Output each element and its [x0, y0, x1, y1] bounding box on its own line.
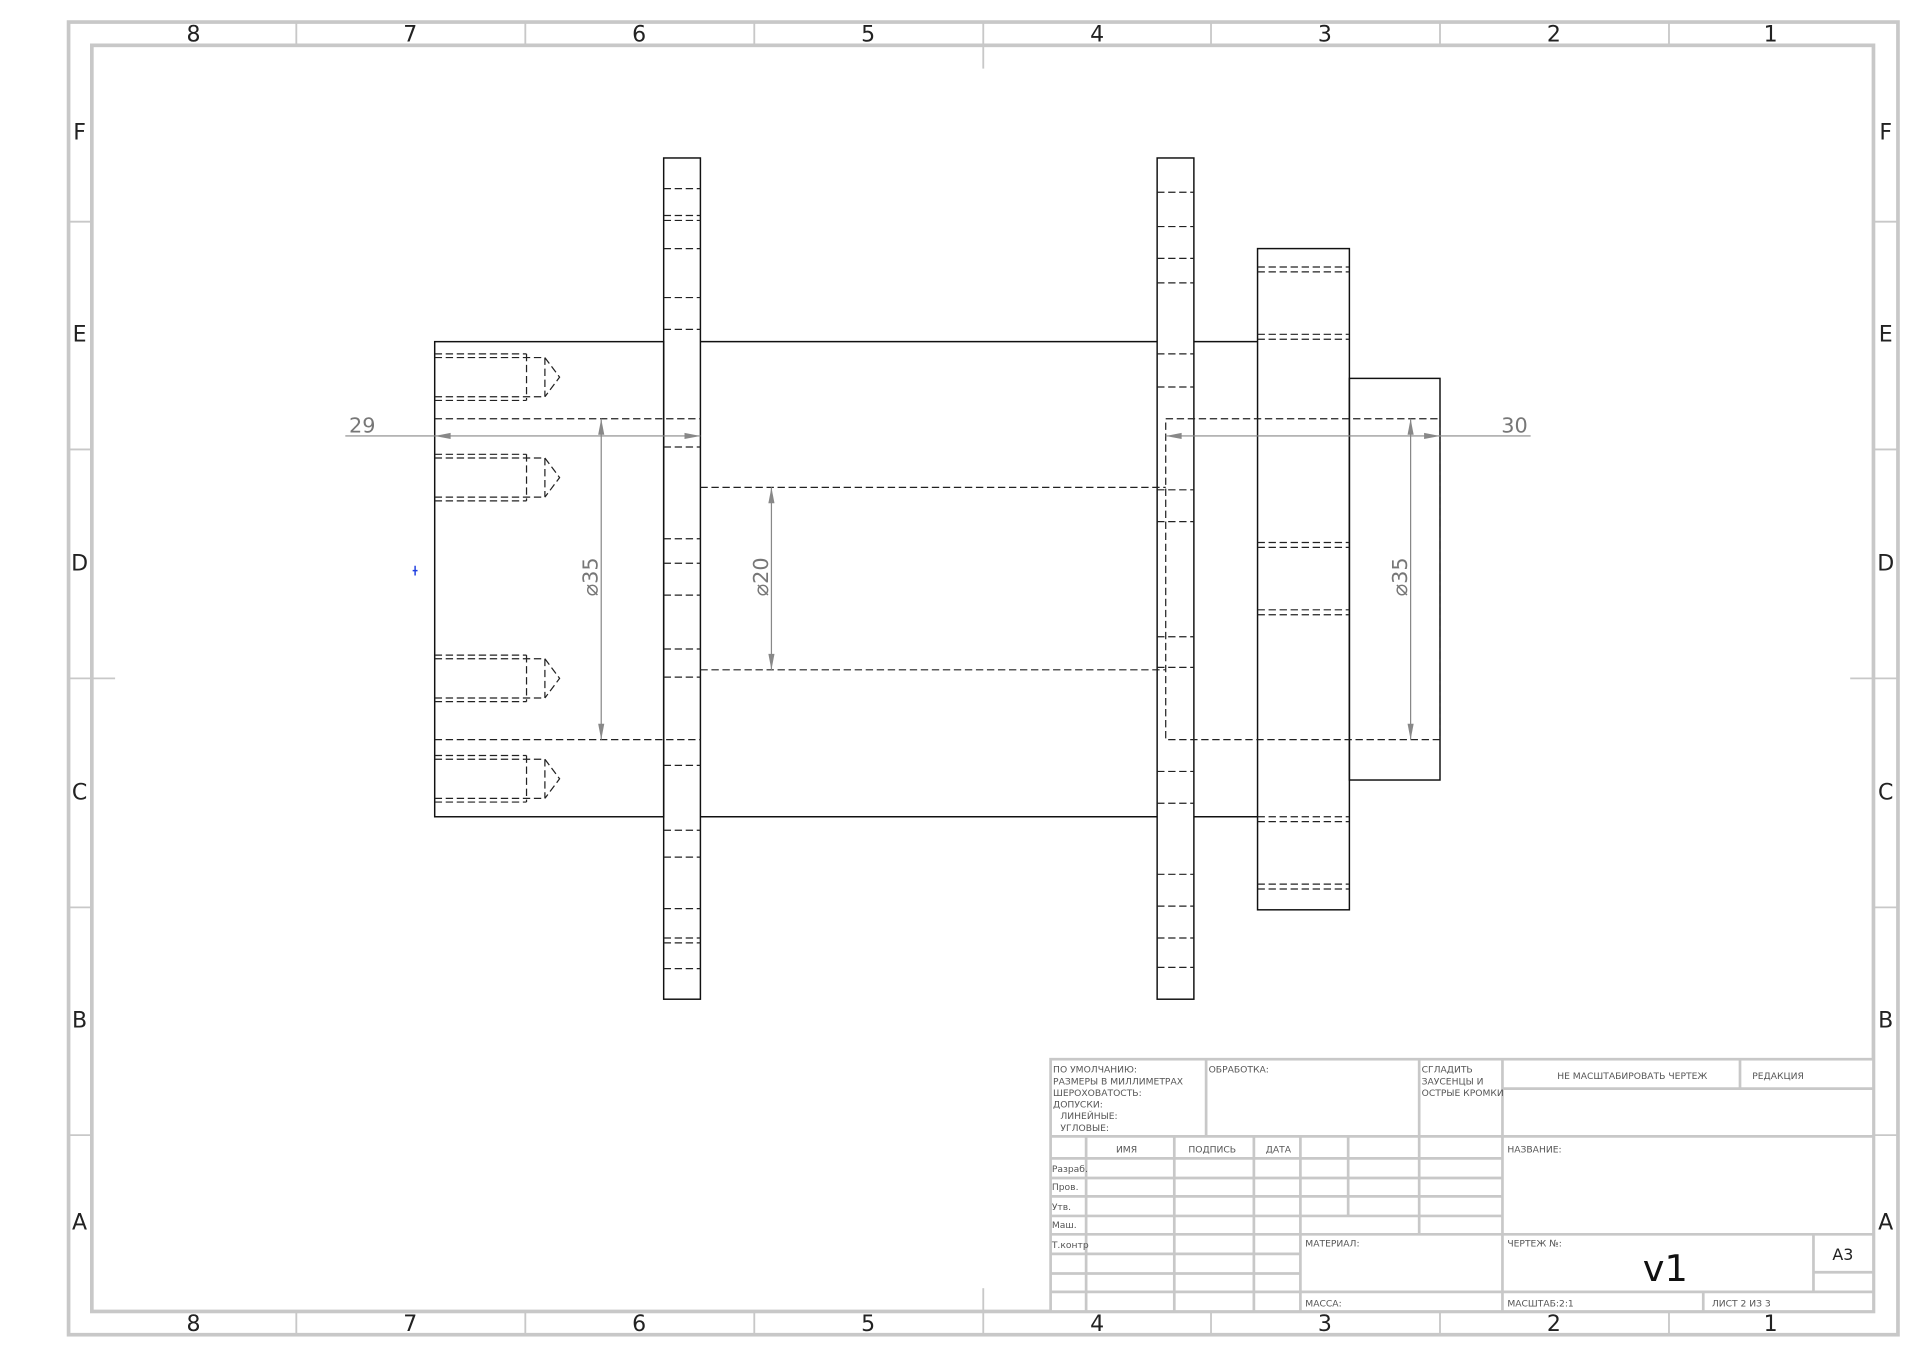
col-label-top: 7	[403, 23, 417, 48]
drawing-no-label: ЧЕРТЕЖ №:	[1507, 1239, 1561, 1250]
row-label-left: B	[72, 1008, 87, 1033]
defaults-note: ПО УМОЛЧАНИЮ:	[1053, 1065, 1137, 1076]
dim-30-value[interactable]: 30	[1501, 413, 1527, 437]
col-label-top: 8	[186, 23, 200, 48]
col-label-top: 5	[861, 23, 875, 48]
col-label-bottom: 4	[1090, 1312, 1104, 1337]
finish-label: ОБРАБОТКА:	[1209, 1065, 1269, 1076]
title-block-border	[1049, 1057, 1875, 1313]
drill-point	[544, 658, 561, 699]
row-label-right: A	[1878, 1210, 1893, 1235]
dim-35-left-value[interactable]: ⌀35	[579, 557, 603, 596]
row-label-right: B	[1878, 1008, 1893, 1033]
threaded-hole	[434, 654, 561, 703]
row-label-right: D	[1877, 552, 1894, 577]
dim-20-value[interactable]: ⌀20	[749, 557, 773, 596]
role-label: Пров.	[1052, 1182, 1079, 1193]
col-label-bottom: 7	[403, 1312, 417, 1337]
material-label: МАТЕРИАЛ:	[1305, 1239, 1359, 1250]
row-label-left: C	[72, 781, 87, 806]
row-label-left: F	[73, 121, 86, 146]
threaded-hole	[434, 353, 561, 402]
zone-labels: 8 7 6 5 4 3 2 1 8 7 6 5 4 3 2 1 F E D C …	[71, 23, 1894, 1337]
arrow-icon	[768, 653, 775, 670]
left-hub	[433, 340, 665, 818]
threaded-hole	[434, 453, 561, 502]
revision-label: РЕДАКЦИЯ	[1752, 1071, 1804, 1082]
drill-point	[544, 457, 561, 498]
row-label-left: E	[73, 323, 87, 348]
col-signature-header: ПОДПИСЬ	[1188, 1144, 1236, 1155]
col-label-bottom: 8	[186, 1312, 200, 1337]
arrow-icon	[598, 418, 605, 435]
role-label: Утв.	[1052, 1202, 1071, 1213]
arrow-icon	[1407, 418, 1414, 435]
arrow-icon	[1407, 723, 1414, 740]
gear	[1256, 247, 1351, 911]
defaults-note: ДОПУСКИ:	[1053, 1100, 1103, 1111]
arrow-icon	[598, 723, 605, 740]
col-label-top: 1	[1764, 23, 1778, 48]
defaults-note: РАЗМЕРЫ В МИЛЛИМЕТРАХ	[1053, 1076, 1183, 1087]
arrow-icon	[684, 432, 701, 439]
title-block: ПО УМОЛЧАНИЮ: РАЗМЕРЫ В МИЛЛИМЕТРАХ ШЕРО…	[1049, 1057, 1875, 1313]
col-label-bottom: 3	[1318, 1312, 1332, 1337]
defaults-note: ЛИНЕЙНЫЕ:	[1060, 1110, 1117, 1122]
origin-marker-icon	[412, 565, 418, 576]
role-label: Маш.	[1052, 1220, 1077, 1231]
sheet-number: ЛИСТ 2 ИЗ 3	[1712, 1299, 1771, 1310]
sheet-size: A3	[1832, 1245, 1853, 1264]
title-block-grid	[1050, 1059, 1874, 1312]
defaults-note: ШЕРОХОВАТОСТЬ:	[1053, 1088, 1142, 1099]
col-label-top: 6	[632, 23, 646, 48]
defaults-note: УГЛОВЫЕ:	[1060, 1123, 1109, 1134]
right-bore-hidden	[1165, 418, 1441, 741]
col-label-top: 4	[1090, 23, 1104, 48]
role-label: Т.контр	[1051, 1240, 1089, 1251]
left-flange	[662, 157, 702, 1000]
col-label-bottom: 2	[1547, 1312, 1561, 1337]
dim-35-right-value[interactable]: ⌀35	[1388, 557, 1412, 596]
deburr-note: ЗАУСЕНЦЫ И	[1422, 1076, 1484, 1087]
dim-29-value[interactable]: 29	[349, 413, 375, 437]
row-label-left: A	[72, 1210, 87, 1235]
row-label-right: E	[1879, 323, 1893, 348]
threaded-hole	[434, 754, 561, 803]
col-date-header: ДАТА	[1266, 1144, 1292, 1155]
role-label: Разраб.	[1052, 1164, 1088, 1175]
part-view[interactable]	[412, 157, 1441, 1000]
do-not-scale-note: НЕ МАСШТАБИРОВАТЬ ЧЕРТЕЖ	[1557, 1071, 1707, 1082]
row-label-right: C	[1878, 781, 1893, 806]
deburr-note: ОСТРЫЕ КРОМКИ	[1422, 1088, 1504, 1099]
arrow-icon	[434, 432, 451, 439]
col-label-top: 3	[1318, 23, 1332, 48]
zone-ticks	[68, 22, 1898, 1335]
drill-point	[544, 758, 561, 799]
drill-point	[544, 357, 561, 398]
col-label-bottom: 6	[632, 1312, 646, 1337]
scale-label: МАСШТАБ:2:1	[1507, 1299, 1573, 1310]
arrow-icon	[1424, 432, 1440, 439]
title-label: НАЗВАНИЕ:	[1507, 1144, 1561, 1155]
bolt-holes	[434, 353, 561, 803]
drawing-number: v1	[1643, 1247, 1688, 1290]
mass-label: МАССА:	[1305, 1299, 1341, 1310]
deburr-note: СГЛАДИТЬ	[1422, 1065, 1473, 1076]
col-label-bottom: 1	[1764, 1312, 1778, 1337]
arrow-icon	[1165, 432, 1182, 439]
dimensions[interactable]: 29 ⌀35 ⌀20 30 ⌀35	[345, 413, 1531, 740]
arrow-icon	[768, 487, 775, 504]
right-flange	[1156, 157, 1195, 1000]
col-name-header: ИМЯ	[1116, 1144, 1137, 1155]
row-label-left: D	[71, 552, 88, 577]
row-label-right: F	[1879, 121, 1892, 146]
col-label-top: 2	[1547, 23, 1561, 48]
col-label-bottom: 5	[861, 1312, 875, 1337]
